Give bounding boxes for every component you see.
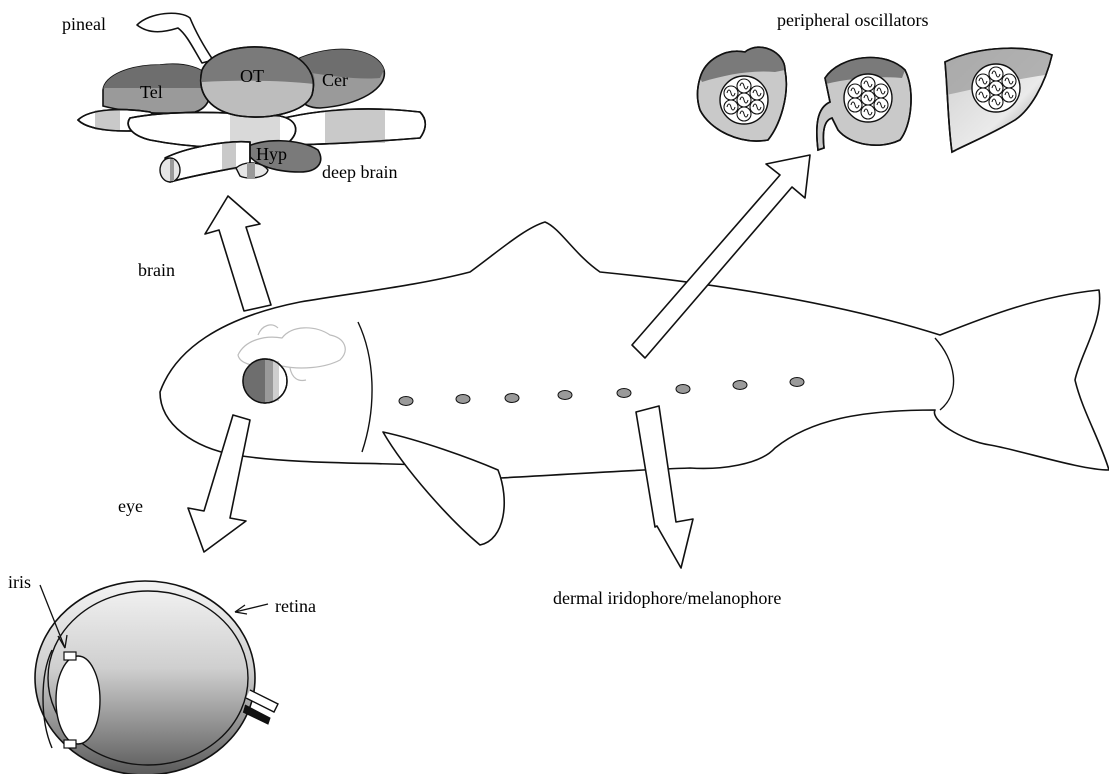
- liver-organ: [945, 48, 1052, 152]
- arrow-to-brain: [205, 196, 271, 311]
- eye-detail: [35, 581, 278, 774]
- label-cer: Cer: [322, 70, 348, 90]
- clock-cell-icon: [844, 74, 892, 122]
- label-peripheral-oscillators: peripheral oscillators: [777, 10, 928, 30]
- label-brain: brain: [138, 260, 175, 280]
- kidney-organ: [817, 58, 911, 150]
- fish-outline: [160, 222, 1109, 478]
- lens: [56, 656, 100, 744]
- label-iris: iris: [8, 572, 31, 592]
- peripheral-organs: [697, 47, 1052, 152]
- label-deep-brain: deep brain: [322, 162, 397, 182]
- label-hyp: Hyp: [256, 144, 287, 164]
- label-pineal: pineal: [62, 14, 106, 34]
- fish-body: [160, 222, 1109, 545]
- iris-mark: [64, 652, 76, 660]
- label-ot: OT: [240, 66, 264, 86]
- label-retina: retina: [275, 596, 316, 616]
- clock-cell-icon: [720, 76, 768, 124]
- pineal-organ: [137, 13, 213, 63]
- label-tel: Tel: [140, 82, 163, 102]
- clock-cell-icon: [972, 64, 1020, 112]
- heart-organ: [697, 47, 786, 141]
- label-eye: eye: [118, 496, 143, 516]
- fish-eye: [243, 359, 287, 403]
- brain-detail: [78, 13, 425, 182]
- label-dermal: dermal iridophore/melanophore: [553, 588, 781, 608]
